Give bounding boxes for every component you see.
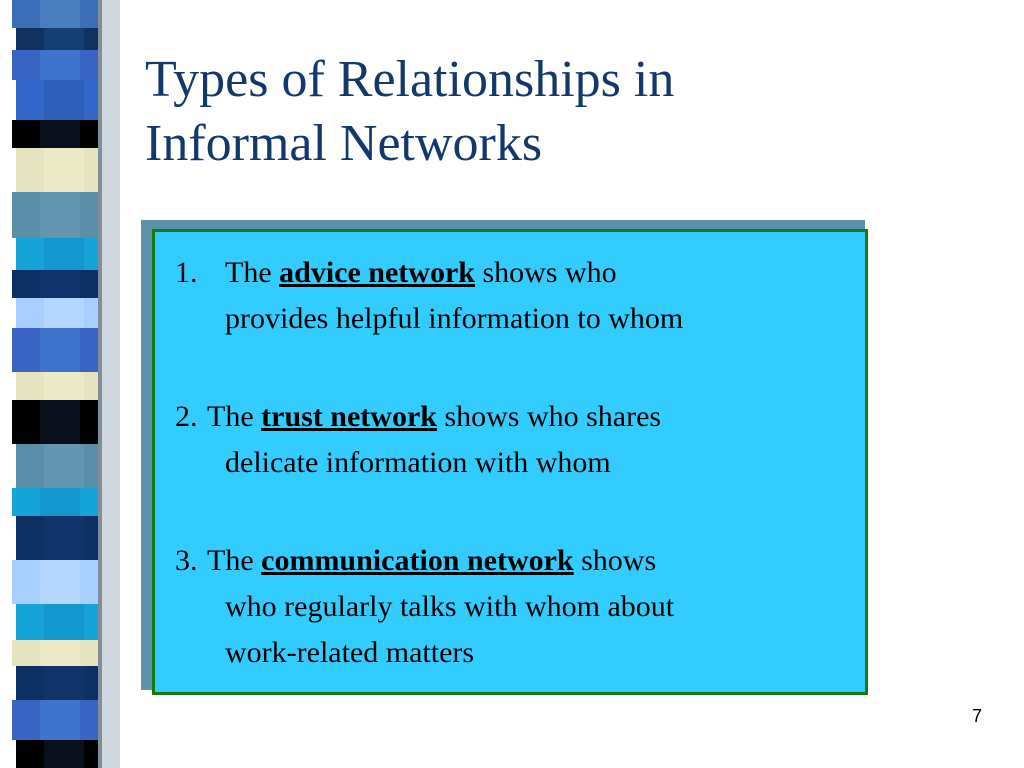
stripe-band bbox=[16, 28, 98, 50]
stripe-band bbox=[16, 372, 98, 400]
list-item-continuation: provides helpful information to whom bbox=[225, 302, 684, 335]
list-item-text: The communication network shows bbox=[207, 538, 656, 584]
list-item-prefix: The bbox=[207, 544, 254, 577]
stripe-band-highlight bbox=[44, 740, 84, 768]
list-item-continuation: who regularly talks with whom about bbox=[225, 590, 675, 623]
decorative-stripe-strip bbox=[0, 0, 120, 768]
stripe-band-highlight bbox=[40, 640, 80, 666]
stripe-band-highlight bbox=[40, 50, 80, 80]
stripe-band-highlight bbox=[44, 604, 84, 640]
stripe-band-highlight bbox=[40, 400, 80, 444]
list-item-prefix: The bbox=[207, 400, 254, 433]
list-item: 1. The advice network shows who provides… bbox=[155, 250, 865, 342]
stripe-band bbox=[12, 488, 98, 516]
list-item-continuation: work-related matters bbox=[225, 636, 475, 669]
stripe-band-highlight bbox=[44, 666, 84, 700]
stripe-band bbox=[12, 400, 98, 444]
list-item-rest: shows who shares bbox=[444, 400, 662, 433]
list-item-line: 1. The advice network shows who bbox=[155, 250, 865, 296]
list-item: 3. The communication network shows who r… bbox=[155, 538, 865, 676]
list-item-prefix: The bbox=[225, 256, 272, 289]
stripe-band-highlight bbox=[40, 488, 80, 516]
list-item-keyword: advice network bbox=[279, 256, 475, 289]
list-item-rest: shows bbox=[581, 544, 657, 577]
stripe-band bbox=[16, 298, 98, 328]
stripe-band-highlight bbox=[44, 444, 84, 488]
stripe-band bbox=[16, 740, 98, 768]
list-item-number: 2. bbox=[175, 400, 198, 433]
list-item-number: 1. bbox=[175, 256, 198, 289]
stripe-band-highlight bbox=[40, 0, 80, 28]
stripe-band bbox=[16, 238, 98, 270]
stripe-band-highlight bbox=[44, 28, 84, 50]
slide-title: Types of Relationships in Informal Netwo… bbox=[145, 48, 965, 176]
list-item-text: The advice network shows who bbox=[225, 250, 617, 296]
stripe-band-highlight bbox=[40, 560, 80, 604]
list-item-text: The trust network shows who shares bbox=[207, 394, 661, 440]
stripe-band-highlight bbox=[44, 80, 84, 120]
stripe-band bbox=[16, 148, 98, 192]
content-box: 1. The advice network shows who provides… bbox=[152, 229, 868, 695]
stripe-band bbox=[16, 666, 98, 700]
list-item-line: 2. The trust network shows who shares bbox=[155, 394, 865, 440]
list-item-number: 3. bbox=[175, 544, 198, 577]
stripe-band-highlight bbox=[44, 516, 84, 560]
stripe-band bbox=[16, 516, 98, 560]
stripe-band-highlight bbox=[40, 120, 80, 148]
stripe-band bbox=[12, 640, 98, 666]
stripe-band-highlight bbox=[44, 238, 84, 270]
stripe-band bbox=[16, 604, 98, 640]
stripe-band bbox=[12, 560, 98, 604]
stripe-band bbox=[16, 444, 98, 488]
slide-number: 7 bbox=[972, 706, 983, 726]
stripe-band bbox=[12, 120, 98, 148]
stripe-band-highlight bbox=[44, 372, 84, 400]
list-item-rest: shows who bbox=[482, 256, 617, 289]
stripe-band bbox=[12, 328, 98, 372]
list-item-continuation: delicate information with whom bbox=[225, 446, 611, 479]
stripe-band-highlight bbox=[44, 298, 84, 328]
stripe-band-highlight bbox=[40, 192, 80, 238]
list-item: 2. The trust network shows who shares de… bbox=[155, 394, 865, 486]
list-item-keyword: communication network bbox=[261, 544, 574, 577]
stripe-band bbox=[12, 700, 98, 740]
stripe-band-highlight bbox=[40, 270, 80, 298]
stripe-pattern-graphic bbox=[12, 0, 120, 768]
stripe-band-highlight bbox=[40, 328, 80, 372]
stripe-band bbox=[16, 80, 98, 120]
stripe-band bbox=[12, 0, 98, 28]
list-item-keyword: trust network bbox=[261, 400, 437, 433]
stripe-band-highlight bbox=[44, 148, 84, 192]
stripe-band bbox=[12, 270, 98, 298]
slide-title-line2: Informal Networks bbox=[145, 115, 543, 172]
stripe-band bbox=[12, 50, 98, 80]
stripe-band-highlight bbox=[40, 700, 80, 740]
slide-title-line1: Types of Relationships in bbox=[145, 51, 675, 108]
stripe-band bbox=[12, 192, 98, 238]
list-item-line: 3. The communication network shows bbox=[155, 538, 865, 584]
